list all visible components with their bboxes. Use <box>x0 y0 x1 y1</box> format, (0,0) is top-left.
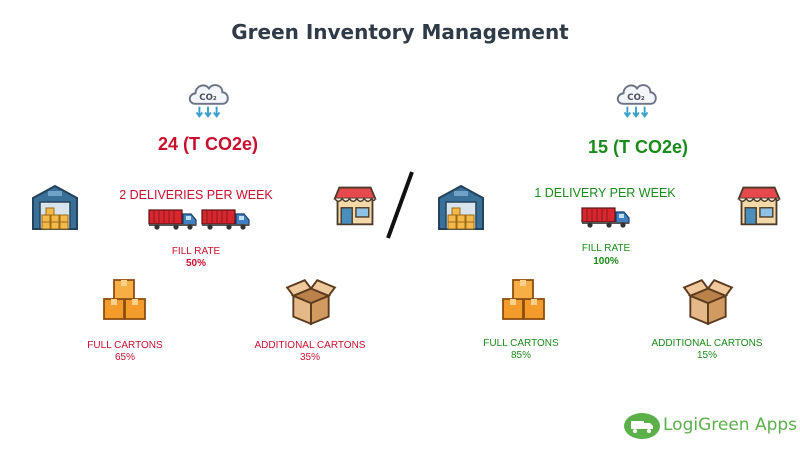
delivery-frequency: 2 DELIVERIES PER WEEK <box>119 188 273 202</box>
additional-cartons-label: ADDITIONAL CARTONS <box>254 340 366 351</box>
store-icon <box>332 182 378 228</box>
page-title: Green Inventory Management <box>231 20 569 44</box>
additional-cartons-value: 35% <box>299 352 320 363</box>
full-cartons-value: 85% <box>510 350 531 361</box>
warehouse-icon <box>30 182 80 232</box>
open-box-icon <box>682 275 734 327</box>
logo-text: LogiGreen Apps <box>663 415 798 435</box>
boxes-icon <box>100 275 150 325</box>
additional-cartons-label: ADDITIONAL CARTONS <box>651 338 763 349</box>
co2-cloud-icon <box>612 75 660 123</box>
emission-value: 15 (T CO2e) <box>587 137 689 157</box>
fill-rate-label: FILL RATE <box>171 246 221 257</box>
full-cartons-label: FULL CARTONS <box>483 338 559 349</box>
truck-icon <box>581 206 631 228</box>
full-cartons-value: 65% <box>114 352 135 363</box>
open-box-icon <box>285 275 337 327</box>
store-icon <box>736 182 782 228</box>
emission-value: 24 (T CO2e) <box>157 134 259 154</box>
truck-icon <box>201 208 251 230</box>
divider-slash <box>386 171 414 239</box>
boxes-icon <box>499 275 549 325</box>
full-cartons-label: FULL CARTONS <box>87 340 163 351</box>
truck-icon <box>148 208 198 230</box>
additional-cartons-value: 15% <box>696 350 717 361</box>
co2-cloud-icon <box>184 75 232 123</box>
logo-icon <box>624 413 660 439</box>
delivery-frequency: 1 DELIVERY PER WEEK <box>534 186 676 200</box>
warehouse-icon <box>436 182 486 232</box>
fill-rate-value: 100% <box>593 256 619 267</box>
fill-rate-value: 50% <box>185 258 206 269</box>
fill-rate-label: FILL RATE <box>581 243 631 254</box>
